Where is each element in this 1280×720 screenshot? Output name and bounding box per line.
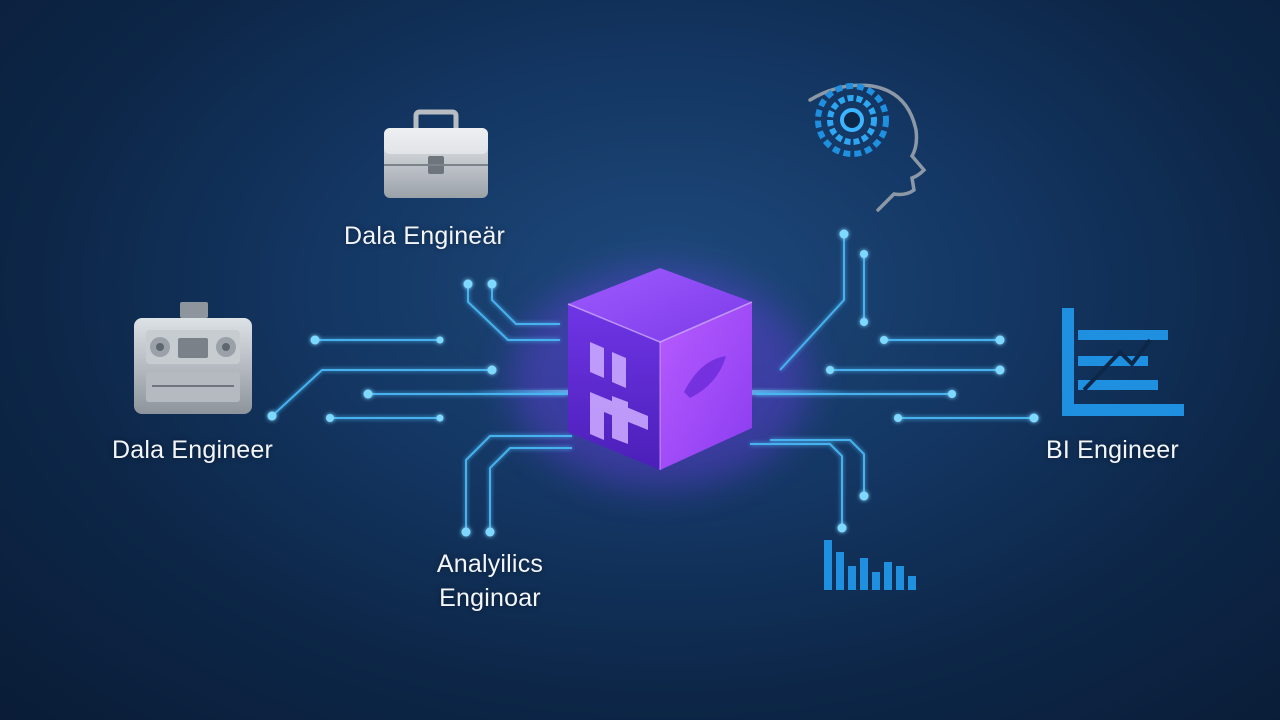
ai-head-icon xyxy=(808,83,927,212)
trace-top-1 xyxy=(467,284,560,341)
analytics-engineer-label: Analyilics Enginoar xyxy=(420,548,560,616)
server-hardware-icon xyxy=(134,302,252,414)
trace-bot-2 xyxy=(489,447,572,532)
trace-chart-2 xyxy=(770,439,865,496)
bi-chart-icon xyxy=(1062,308,1184,416)
data-engineer-left-label: Dala Engineer xyxy=(112,436,274,464)
analytics-engineer-label-line2: Enginoar xyxy=(439,583,541,612)
trace-bot-1 xyxy=(465,435,572,532)
analytics-engineer-label-line1: Analyilics xyxy=(436,550,544,578)
trace-top-2 xyxy=(491,284,560,325)
data-engineer-top-label: Dala Engineär xyxy=(344,222,506,250)
trace-left-2 xyxy=(271,369,492,417)
circuit-traces xyxy=(271,234,1034,532)
trace-ai-1 xyxy=(779,234,845,371)
trace-nodes xyxy=(267,229,1039,537)
trace-chart-1 xyxy=(750,443,843,528)
briefcase-icon xyxy=(384,109,488,198)
bar-chart-icon xyxy=(824,540,916,590)
central-cube-icon xyxy=(567,268,753,470)
bi-engineer-label: BI Engineer xyxy=(1046,436,1179,464)
